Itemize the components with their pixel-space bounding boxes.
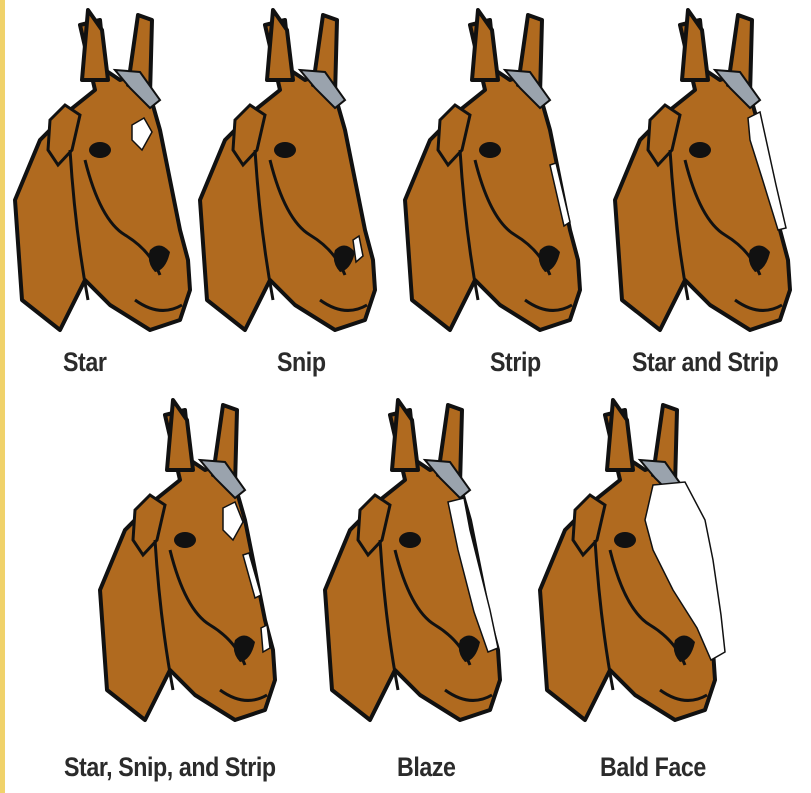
horse-head-drawing: [535, 390, 725, 735]
label-star-and-strip: Star and Strip: [632, 347, 778, 378]
label-bald-face: Bald Face: [600, 752, 706, 783]
horse-head-blaze: [320, 390, 510, 735]
left-ear: [682, 10, 708, 80]
horse-head-drawing: [95, 390, 285, 735]
horse-head-star: [10, 0, 200, 345]
label-strip: Strip: [490, 347, 541, 378]
eye: [614, 532, 636, 548]
label-star-snip-strip: Star, Snip, and Strip: [64, 752, 276, 783]
left-edge-strip: [0, 0, 5, 793]
eye: [689, 142, 711, 158]
horse-head-bald-face: [535, 390, 725, 735]
eye: [174, 532, 196, 548]
left-ear: [607, 400, 633, 470]
eye: [89, 142, 111, 158]
label-blaze: Blaze: [397, 752, 456, 783]
eye: [479, 142, 501, 158]
horse-head-star-and-strip: [610, 0, 800, 345]
horse-head-strip: [400, 0, 590, 345]
horse-head-drawing: [610, 0, 800, 345]
label-snip: Snip: [277, 347, 326, 378]
left-ear: [167, 400, 193, 470]
label-star: Star: [63, 347, 106, 378]
horse-head-drawing: [320, 390, 510, 735]
left-ear: [392, 400, 418, 470]
horse-head-star-snip-strip: [95, 390, 285, 735]
horse-head-snip: [195, 0, 385, 345]
horse-head-drawing: [400, 0, 590, 345]
horse-head-drawing: [10, 0, 200, 345]
left-ear: [472, 10, 498, 80]
left-ear: [82, 10, 108, 80]
eye: [399, 532, 421, 548]
horse-head-drawing: [195, 0, 385, 345]
left-ear: [267, 10, 293, 80]
eye: [274, 142, 296, 158]
